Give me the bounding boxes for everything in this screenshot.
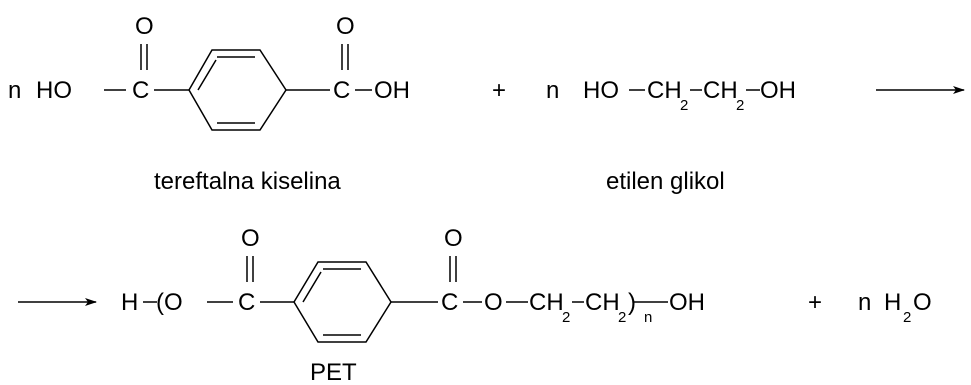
reactant2-subscript-2: 2 xyxy=(736,97,744,114)
product-paren-open-oxygen: (O xyxy=(156,289,183,316)
terephthalic-acid: n HO C O C O OH tereftalna kiselina xyxy=(8,13,410,195)
water-hydrogen: H xyxy=(884,289,901,316)
reactant2-ho-group: HO xyxy=(583,77,619,104)
product-carbon-left: C xyxy=(238,289,255,316)
pet-polymer: H (O C O C O O CH 2 CH 2 ) n OH PET xyxy=(121,225,705,385)
pet-caption: PET xyxy=(310,359,357,385)
product-carbon-right: C xyxy=(441,289,458,316)
product-paren-close: ) xyxy=(628,289,636,316)
reactant2-ch-1: CH xyxy=(647,77,682,104)
reactant1-coefficient: n xyxy=(8,77,21,104)
reactant1-carbonyl-oxygen-left: O xyxy=(135,13,154,40)
product-ch-2: CH xyxy=(585,289,620,316)
plus-sign-2: + xyxy=(808,289,822,316)
product-subscript-1: 2 xyxy=(562,309,570,326)
water-oxygen: O xyxy=(913,289,932,316)
plus-sign-1: + xyxy=(492,77,506,104)
reactant1-carbonyl-oxygen-right: O xyxy=(336,13,355,40)
water: n H 2 O xyxy=(858,289,932,326)
benzene-ring-1 xyxy=(188,49,287,131)
product-hydrogen: H xyxy=(121,289,138,316)
ethylene-glycol-caption: etilen glikol xyxy=(606,168,725,195)
product-ch-1: CH xyxy=(529,289,564,316)
terephthalic-acid-caption: tereftalna kiselina xyxy=(154,168,341,195)
reactant2-coefficient: n xyxy=(546,77,559,104)
product-subscript-2: 2 xyxy=(618,309,626,326)
reactant2-subscript-1: 2 xyxy=(680,97,688,114)
product-carbonyl-oxygen-right: O xyxy=(444,225,463,252)
ethylene-glycol: n HO CH 2 CH 2 OH etilen glikol xyxy=(546,77,796,195)
product-repeat-n: n xyxy=(644,309,652,326)
reactant1-carbon-left: C xyxy=(132,77,149,104)
water-subscript: 2 xyxy=(903,309,911,326)
water-coefficient: n xyxy=(858,289,871,316)
reactant1-ho-group: HO xyxy=(36,77,72,104)
product-carbonyl-oxygen-left: O xyxy=(241,225,260,252)
benzene-ring-2 xyxy=(293,261,392,343)
reactant2-oh-group: OH xyxy=(760,77,796,104)
reactant2-ch-2: CH xyxy=(703,77,738,104)
product-ester-oxygen: O xyxy=(484,289,503,316)
reactant1-oh-group: OH xyxy=(374,77,410,104)
reactant1-carbon-right: C xyxy=(333,77,350,104)
product-oh-group: OH xyxy=(669,289,705,316)
